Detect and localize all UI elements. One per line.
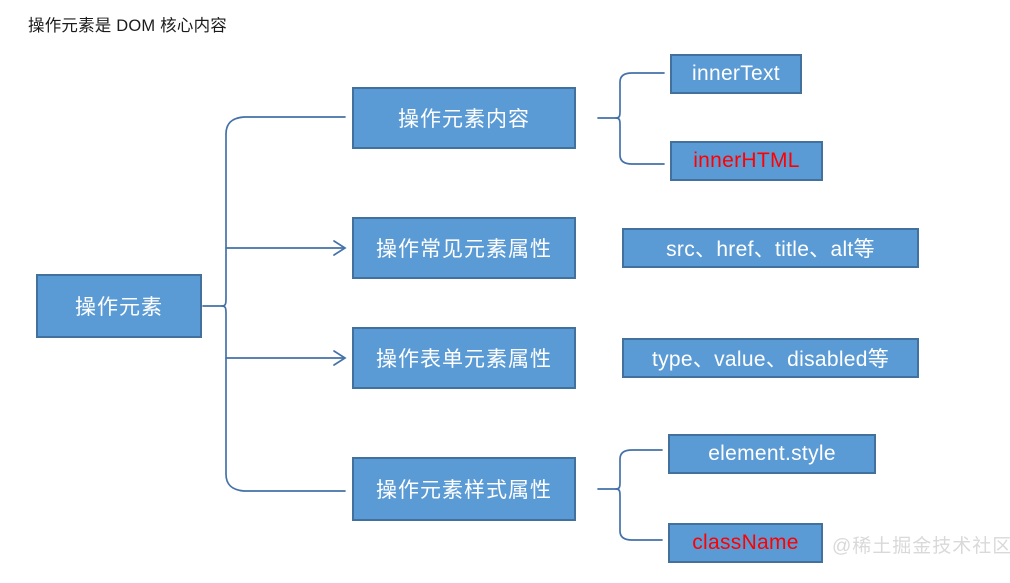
leaf-classname[interactable]: className [668, 523, 823, 563]
node-label: 操作元素样式属性 [376, 479, 552, 502]
page-title: 操作元素是 DOM 核心内容 [28, 17, 227, 35]
leaf-label: innerHTML [693, 149, 800, 172]
leaf-label: innerText [692, 62, 780, 85]
node-branch-form-attributes[interactable]: 操作表单元素属性 [352, 327, 576, 389]
connector-root-to-style [221, 305, 346, 492]
node-branch-common-attributes[interactable]: 操作常见元素属性 [352, 217, 576, 279]
connector-content-to-innerhtml [615, 117, 665, 165]
leaf-label: src、href、title、alt等 [666, 238, 875, 261]
leaf-label: type、value、disabled等 [651, 348, 890, 371]
connector-root-to-content [221, 116, 346, 307]
leaf-innertext[interactable]: innerText [670, 54, 802, 94]
leaf-label: element.style [708, 442, 836, 465]
node-branch-element-content[interactable]: 操作元素内容 [352, 87, 576, 149]
leaf-common-attribute-list[interactable]: src、href、title、alt等 [622, 228, 919, 268]
leaf-form-attribute-list[interactable]: type、value、disabled等 [622, 338, 919, 378]
node-label: 操作常见元素属性 [376, 238, 552, 261]
arrowhead-common-attr [333, 240, 347, 256]
leaf-element-style[interactable]: element.style [668, 434, 876, 474]
node-branch-style-attributes[interactable]: 操作元素样式属性 [352, 457, 576, 521]
node-label: 操作元素 [75, 296, 163, 319]
arrowhead-form-attr [333, 350, 347, 366]
node-root-operate-element[interactable]: 操作元素 [36, 274, 202, 338]
node-label: 操作元素内容 [398, 108, 530, 131]
watermark: @稀土掘金技术社区 [832, 536, 1010, 557]
node-label: 操作表单元素属性 [376, 348, 552, 371]
connector-style-to-element-style [615, 449, 663, 490]
connector-style-to-classname [615, 488, 663, 541]
leaf-innerhtml[interactable]: innerHTML [670, 141, 823, 181]
connector-content-to-innertext [615, 72, 665, 119]
leaf-label: className [692, 531, 799, 554]
